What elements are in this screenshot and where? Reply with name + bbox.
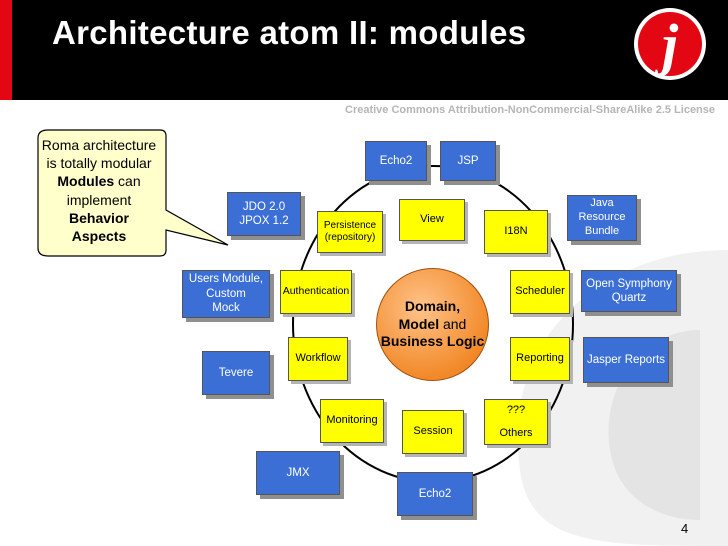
callout-modules-word: Modules — [57, 173, 115, 190]
module-i18n: I18N — [484, 210, 548, 254]
impl-jmx: JMX — [256, 451, 340, 495]
impl-users-module: Users Module, Custom Mock — [182, 270, 270, 318]
domain-circle: Domain, Model and Business Logic — [376, 268, 489, 381]
accent-stripe — [0, 0, 12, 100]
module-authentication: Authentication — [280, 270, 352, 314]
module-reporting: Reporting — [510, 337, 570, 381]
module-monitoring: Monitoring — [320, 399, 384, 443]
and-label: and — [442, 315, 467, 332]
page-number: 4 — [681, 521, 689, 536]
callout-text: Roma architecture is totally modular Mod… — [40, 136, 158, 245]
logo-icon: j — [634, 8, 706, 80]
module-workflow: Workflow — [288, 337, 348, 381]
module-others: ??? Others — [484, 399, 548, 445]
impl-jsp: JSP — [440, 141, 496, 181]
license-text: Creative Commons Attribution-NonCommerci… — [345, 104, 716, 116]
callout-bubble — [37, 129, 229, 257]
impl-jdo: JDO 2.0 JPOX 1.2 — [227, 192, 301, 236]
module-persistence: Persistence (repository) — [317, 211, 383, 253]
slide-title: Architecture atom II: modules — [52, 14, 527, 51]
title-bar — [0, 0, 728, 100]
module-scheduler: Scheduler — [510, 270, 570, 314]
callout-line1: Roma architecture is totally modular — [41, 137, 157, 172]
module-session: Session — [402, 410, 464, 454]
impl-open-symphony: Open Symphony Quartz — [581, 270, 677, 312]
model-label: Model — [398, 315, 440, 332]
logo: j — [632, 6, 708, 82]
callout-mid: can implement — [66, 173, 141, 208]
impl-tevere: Tevere — [202, 351, 270, 395]
callout-aspects: Aspects — [71, 227, 127, 244]
impl-java-resource-bundle: Java Resource Bundle — [567, 195, 637, 241]
module-view: View — [399, 199, 465, 241]
domain-label: Domain, — [404, 298, 461, 315]
impl-jasper-reports: Jasper Reports — [583, 337, 669, 383]
impl-echo2-bottom: Echo2 — [397, 472, 473, 516]
impl-echo2-top: Echo2 — [365, 141, 427, 181]
business-logic-label: Business Logic — [380, 333, 485, 350]
callout-behavior: Behavior — [69, 209, 129, 226]
